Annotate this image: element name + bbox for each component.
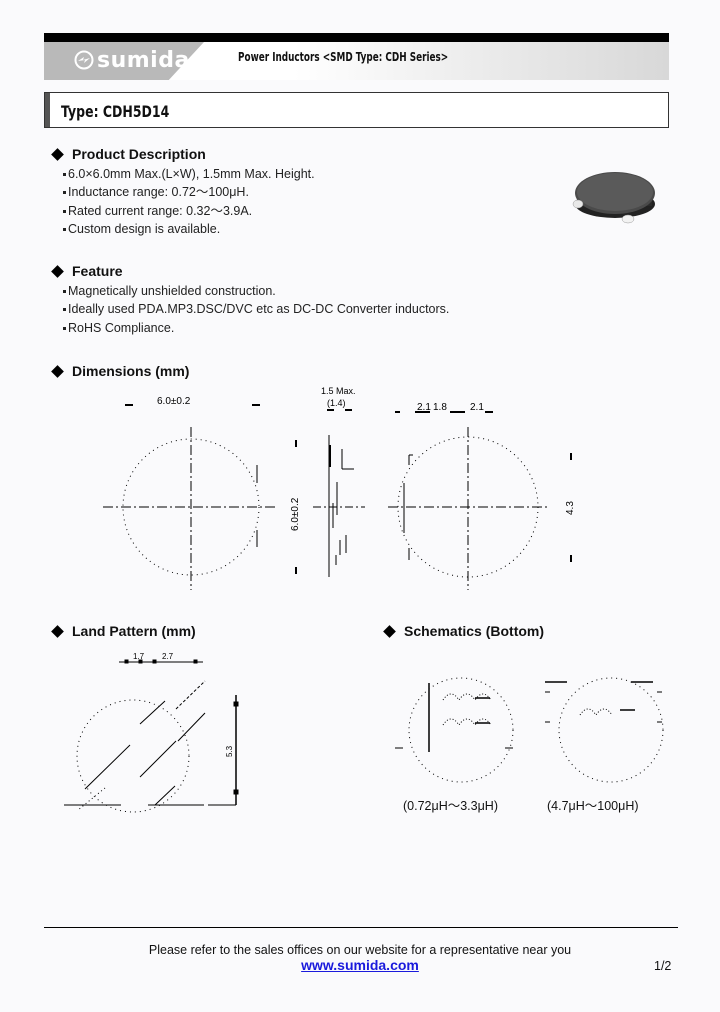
feature-list: Magnetically unshielded construction. Id… <box>50 282 449 337</box>
diamond-bullet-icon <box>51 624 64 638</box>
diamond-bullet-icon <box>383 624 396 638</box>
land-dim-right: 2.7 <box>162 652 174 661</box>
schematics-section: Schematics (Bottom) <box>382 622 544 640</box>
dim-bottom-right: 2.1 <box>470 402 484 413</box>
page-number: 1/2 <box>654 959 672 973</box>
dim-side-height-typ: (1.4) <box>327 398 346 408</box>
header-top-bar <box>44 33 669 42</box>
brand-name: sumida <box>97 47 190 73</box>
land-dim-height: 5.3 <box>225 745 234 757</box>
footer-divider <box>44 927 678 928</box>
diamond-bullet-icon <box>51 364 64 378</box>
list-item: Inductance range: 0.72～100μH. <box>50 183 315 201</box>
product-description-section: Product Description 6.0×6.0mm Max.(L×W),… <box>50 145 315 239</box>
type-box: Type: CDH5D14 <box>44 92 669 128</box>
sumida-logo-icon <box>74 50 94 70</box>
section-heading: Feature <box>72 263 123 279</box>
dim-side-height-max: 1.5 Max. <box>321 386 356 396</box>
section-heading: Product Description <box>72 146 206 162</box>
list-item: Ideally used PDA.MP3.DSC/DVC etc as DC-D… <box>50 300 449 318</box>
dimensions-drawing: 6.0±0.2 1.5 Max. (1.4) 6.0±0.2 2.1 1.8 2… <box>103 386 576 590</box>
website-link[interactable]: www.sumida.com <box>301 957 419 973</box>
dim-bottom-height: 4.3 <box>565 501 576 515</box>
section-heading: Schematics (Bottom) <box>404 623 545 639</box>
land-pattern-drawing: 1.7 2.7 5.3 <box>64 652 239 813</box>
list-item: Magnetically unshielded construction. <box>50 282 449 300</box>
dim-side-length: 6.0±0.2 <box>290 497 301 531</box>
dimensions-section: Dimensions (mm) <box>50 362 189 380</box>
feature-section: Feature Magnetically unshielded construc… <box>50 262 449 337</box>
list-item: RoHS Compliance. <box>50 319 449 337</box>
type-title: Type: CDH5D14 <box>61 102 170 121</box>
list-item: Rated current range: 0.32～3.9A. <box>50 202 315 220</box>
product-photo <box>572 172 655 224</box>
dim-top-width: 6.0±0.2 <box>157 396 191 407</box>
section-heading: Dimensions (mm) <box>72 363 190 379</box>
footer-note: Please refer to the sales offices on our… <box>148 943 572 957</box>
land-pattern-section: Land Pattern (mm) <box>50 622 196 640</box>
section-heading: Land Pattern (mm) <box>72 623 196 639</box>
list-item: Custom design is available. <box>50 220 315 238</box>
dim-bottom-left: 2.1 <box>417 402 431 413</box>
diamond-bullet-icon <box>51 147 64 161</box>
list-item: 6.0×6.0mm Max.(L×W), 1.5mm Max. Height. <box>50 165 315 183</box>
header-title: Power Inductors <SMD Type: CDH Series> <box>238 50 449 64</box>
schematic-right-caption: (4.7μH～100μH) <box>547 799 639 813</box>
dim-bottom-mid: 1.8 <box>433 402 447 413</box>
diamond-bullet-icon <box>51 264 64 278</box>
schematics-drawing <box>395 677 664 783</box>
product-description-list: 6.0×6.0mm Max.(L×W), 1.5mm Max. Height. … <box>50 165 315 239</box>
type-box-accent <box>45 93 50 127</box>
land-dim-left: 1.7 <box>133 652 145 661</box>
schematic-left-caption: (0.72μH～3.3μH) <box>403 799 498 813</box>
sumida-logo: sumida <box>74 46 190 74</box>
